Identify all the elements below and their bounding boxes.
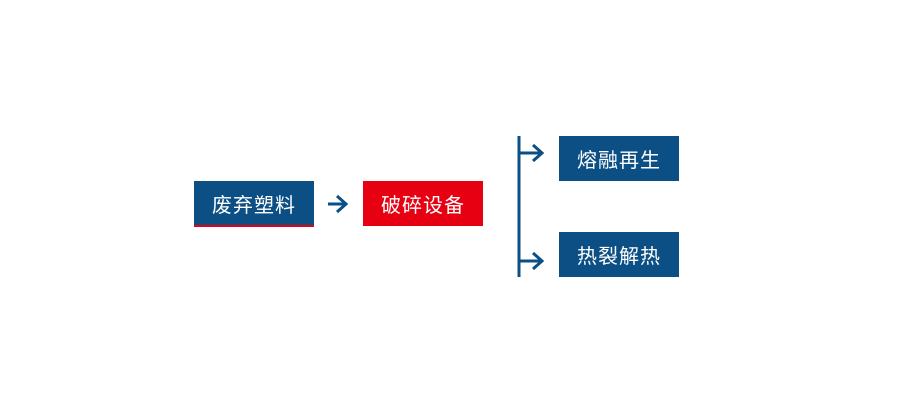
arrow-waste-to-crush <box>328 194 349 214</box>
node-waste-plastic: 废弃塑料 <box>194 181 314 227</box>
arrow-to-pyrolysis <box>519 251 545 271</box>
node-pyrolysis: 热裂解热 <box>559 232 679 277</box>
node-crushing-equipment: 破碎设备 <box>363 181 483 226</box>
arrow-to-melt <box>519 143 545 163</box>
node-melt-regeneration: 熔融再生 <box>559 136 679 181</box>
